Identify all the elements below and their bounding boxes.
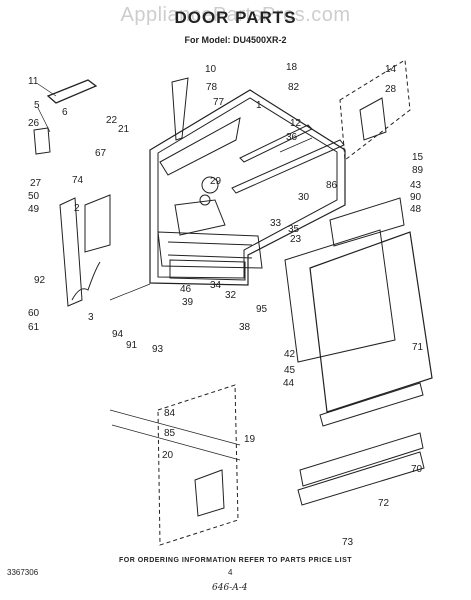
callout-6: 6 <box>62 107 68 118</box>
callout-23: 23 <box>290 234 302 245</box>
latch-detail-box <box>339 59 411 161</box>
callout-42: 42 <box>284 349 296 360</box>
callout-14: 14 <box>385 64 397 75</box>
callout-89: 89 <box>412 165 424 176</box>
callout-49: 49 <box>28 204 40 215</box>
door-rail-lower <box>231 139 345 194</box>
page-number: 4 <box>228 568 233 577</box>
callout-39: 39 <box>182 297 194 308</box>
document-number: 3367306 <box>7 568 39 577</box>
callout-46: 46 <box>180 284 192 295</box>
callout-78: 78 <box>206 82 218 93</box>
callout-43: 43 <box>410 180 422 191</box>
callout-33: 33 <box>270 218 282 229</box>
callout-38: 38 <box>239 322 251 333</box>
callout-34: 34 <box>210 280 222 291</box>
vent-grille <box>299 432 424 487</box>
callout-3: 3 <box>88 312 94 323</box>
small-bracket <box>33 127 51 155</box>
callout-92: 92 <box>34 275 46 286</box>
control-console <box>157 231 263 269</box>
panel-insert <box>284 229 396 363</box>
kick-trim-strip <box>319 382 424 427</box>
door-handle <box>46 79 98 104</box>
callout-2: 2 <box>74 203 80 214</box>
callout-5: 5 <box>34 100 40 111</box>
top-trim-strip <box>171 77 189 141</box>
callout-82: 82 <box>288 82 300 93</box>
callout-84: 84 <box>164 408 176 419</box>
callout-90: 90 <box>410 192 422 203</box>
callout-30: 30 <box>298 192 310 203</box>
callout-77: 77 <box>213 97 225 108</box>
leader-lines <box>37 83 313 461</box>
callout-71: 71 <box>412 342 424 353</box>
callout-67: 67 <box>95 148 107 159</box>
callout-60: 60 <box>28 308 40 319</box>
callout-93: 93 <box>152 344 164 355</box>
callout-36: 36 <box>286 132 298 143</box>
handwritten-note: 646-A-4 <box>212 583 248 593</box>
callout-48: 48 <box>410 204 422 215</box>
door-panel-front <box>329 197 405 247</box>
callout-85: 85 <box>164 428 176 439</box>
callout-95: 95 <box>256 304 268 315</box>
model-line: For Model: DU4500XR-2 <box>184 35 287 45</box>
callout-44: 44 <box>283 378 295 389</box>
bottom-vent-plate <box>297 451 425 506</box>
diagram-title: DOOR PARTS <box>174 8 297 27</box>
callout-86: 86 <box>326 180 338 191</box>
callout-1: 1 <box>256 100 262 111</box>
callout-29: 29 <box>210 176 222 187</box>
callout-35: 35 <box>288 224 300 235</box>
callout-21: 21 <box>118 124 130 135</box>
door-spring <box>71 261 101 301</box>
callout-10: 10 <box>205 64 217 75</box>
latch-assembly <box>359 97 387 141</box>
callout-70: 70 <box>411 464 423 475</box>
callout-72: 72 <box>378 498 390 509</box>
callout-19: 19 <box>244 434 256 445</box>
callout-18: 18 <box>286 62 298 73</box>
side-bracket <box>84 194 111 253</box>
inner-door-panel <box>149 89 346 286</box>
callout-45: 45 <box>284 365 296 376</box>
hinge-arm <box>59 197 83 307</box>
callout-27: 27 <box>30 178 42 189</box>
callout-32: 32 <box>225 290 237 301</box>
callout-20: 20 <box>162 450 174 461</box>
valve-assembly <box>194 469 225 517</box>
door-rail-upper <box>239 124 313 163</box>
callout-74: 74 <box>72 175 84 186</box>
outer-door-panel <box>309 231 433 413</box>
callout-26: 26 <box>28 118 40 129</box>
callout-11: 11 <box>28 76 39 87</box>
callout-91: 91 <box>126 340 138 351</box>
callout-22: 22 <box>106 115 118 126</box>
watermark: AppliancePartsPros.com <box>120 4 351 26</box>
callout-61: 61 <box>28 322 40 333</box>
callout-12: 12 <box>290 118 302 129</box>
callout-15: 15 <box>412 152 424 163</box>
ordering-note: FOR ORDERING INFORMATION REFER TO PARTS … <box>118 557 353 564</box>
callout-73: 73 <box>342 537 354 548</box>
callout-50: 50 <box>28 191 40 202</box>
callout-94: 94 <box>112 329 124 340</box>
callout-28: 28 <box>385 84 397 95</box>
